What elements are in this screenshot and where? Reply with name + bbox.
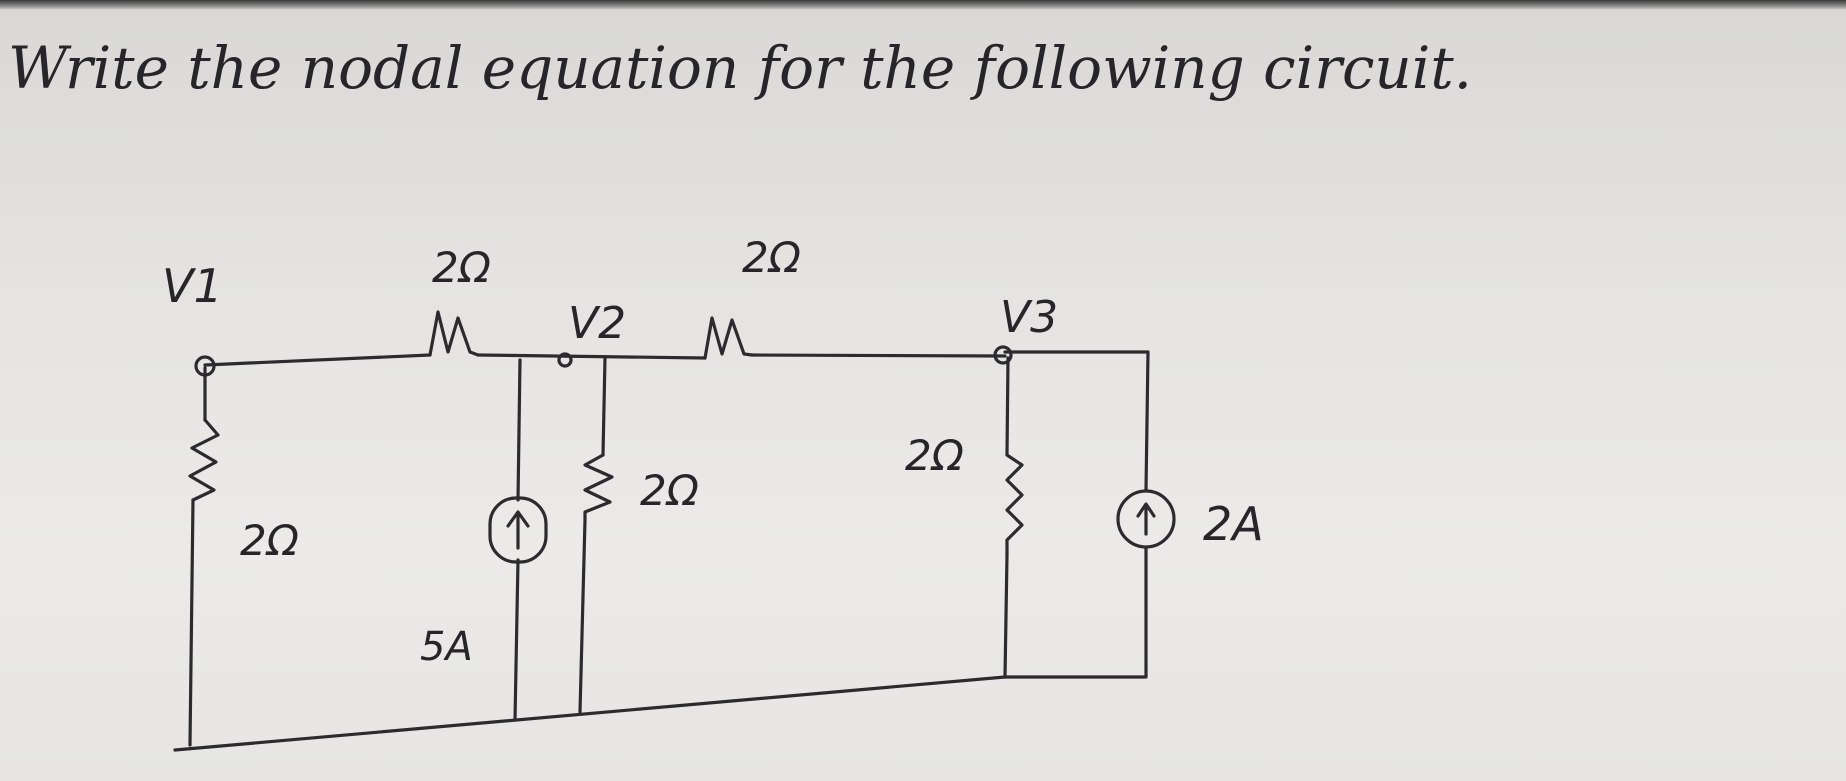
resistor-shunt-1 [188, 418, 220, 502]
label-source-5a: 5A [420, 624, 473, 670]
wires [173, 350, 1150, 752]
label-shunt-2: 2Ω [640, 466, 699, 515]
question-title: Write the nodal equation for the followi… [8, 34, 1472, 102]
up-arrow-icon [506, 510, 530, 550]
wire-r3-top [1005, 356, 1010, 457]
resistor-shunt-2 [583, 453, 614, 522]
node-label-v2: V2 [568, 298, 626, 349]
wire-r2-top [601, 356, 607, 457]
label-r12: 2Ω [432, 243, 491, 292]
current-source-5a-body [488, 496, 548, 564]
node-v2-dot [557, 352, 573, 368]
label-r23: 2Ω [742, 233, 801, 282]
nodes [194, 345, 1013, 377]
label-shunt-1: 2Ω [240, 516, 299, 565]
resistor-r12 [428, 310, 480, 357]
wire-bottom [173, 675, 1007, 752]
wire-top-right [1003, 350, 1150, 492]
wire-v1-lower [188, 498, 195, 747]
current-source-5a [488, 496, 548, 564]
node-label-v1: V1 [162, 259, 223, 313]
wire-r3-bottom [1003, 553, 1009, 679]
wire-5a-top [516, 358, 522, 502]
wire-top-v2 [476, 353, 707, 360]
resistor-shunt-3 [1005, 453, 1024, 557]
node-label-v3: V3 [1000, 292, 1058, 343]
wire-right-down [1003, 546, 1148, 679]
label-source-2a: 2A [1203, 497, 1264, 551]
node-v3-dot [993, 345, 1013, 365]
up-arrow-icon [1136, 502, 1156, 536]
resistor-r23 [703, 316, 754, 360]
current-source-2a-body [1116, 489, 1176, 549]
label-shunt-3: 2Ω [905, 431, 964, 480]
top-shadow [0, 0, 1846, 10]
wire-5a-bottom [513, 558, 520, 722]
wire-top-v1 [203, 353, 432, 367]
wire-top-v3 [750, 353, 1007, 358]
node-v1-dot [194, 355, 216, 377]
current-source-2a [1116, 489, 1176, 549]
wire-r2-bottom [578, 518, 587, 714]
